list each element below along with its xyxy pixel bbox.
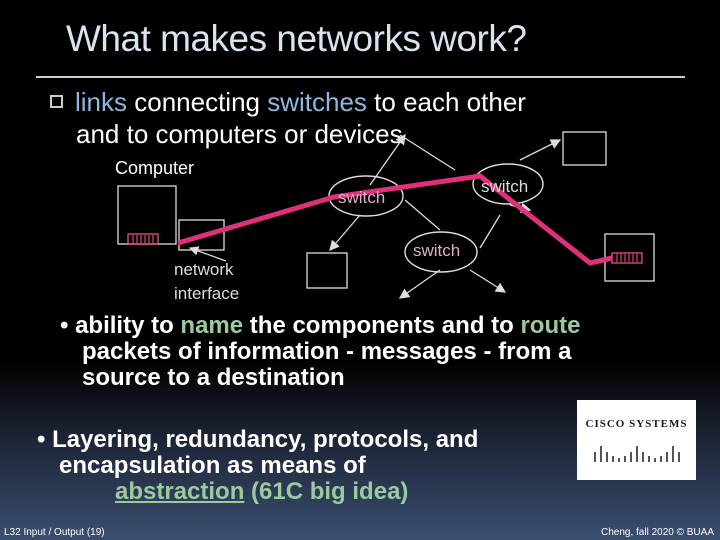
cisco-logo-text: CISCO SYSTEMS bbox=[585, 418, 688, 430]
footer-right: Cheng, fall 2020 © BUAA bbox=[601, 527, 714, 538]
bullet-links-line2: and to computers or devices bbox=[76, 119, 403, 149]
bullet-links-text: connecting bbox=[127, 87, 268, 117]
switch-label-left: switch bbox=[338, 188, 386, 207]
bullet-ability-prefix: • ability to bbox=[60, 312, 181, 339]
bullet-route-word: route bbox=[520, 312, 581, 339]
bullet-ability-line3: source to a destination bbox=[82, 364, 345, 391]
link-arrow bbox=[399, 134, 456, 171]
link-arrow bbox=[404, 199, 441, 231]
route-path bbox=[177, 173, 613, 266]
link-arrow bbox=[519, 139, 562, 161]
switch-bottom bbox=[404, 231, 478, 273]
link-arrow bbox=[369, 133, 406, 186]
interface-pointer-arrow bbox=[188, 246, 227, 262]
bullet-switches-word: switches bbox=[267, 87, 367, 117]
cisco-bars-icon bbox=[594, 446, 680, 462]
network-interface-icon bbox=[127, 233, 159, 245]
abstraction-link[interactable]: abstraction bbox=[115, 478, 245, 505]
slide-title: What makes networks work? bbox=[66, 18, 527, 59]
bullet-layering-tail: (61C big idea) bbox=[244, 478, 409, 505]
bullet-links-text-end: to each other bbox=[366, 87, 526, 117]
link-arrow bbox=[329, 214, 361, 251]
switch-label-bottom: switch bbox=[413, 241, 461, 260]
footer-left: L32 Input / Output (19) bbox=[4, 527, 105, 538]
computer-label: Computer bbox=[115, 158, 195, 178]
network-interface-label-1: network bbox=[174, 260, 234, 279]
square-bullet-icon bbox=[50, 94, 63, 108]
bullet-ability-line2: packets of information - messages - from… bbox=[82, 338, 572, 365]
device-box-top-right bbox=[562, 131, 607, 166]
cisco-logo: CISCO SYSTEMS bbox=[577, 400, 696, 480]
bullet-name-word: name bbox=[180, 312, 244, 339]
bullet-layering: • Layering, redundancy, protocols, and e… bbox=[37, 427, 478, 505]
computer-box bbox=[117, 185, 177, 245]
link-arrow bbox=[469, 269, 507, 293]
device-box bbox=[306, 252, 348, 289]
title-divider bbox=[36, 76, 685, 78]
bullet-layering-line2: encapsulation as means of bbox=[59, 452, 366, 479]
link-arrow bbox=[479, 214, 501, 249]
bullet-links-word: links bbox=[75, 87, 128, 117]
link-arrow bbox=[398, 269, 441, 299]
bullet-layering-line1: • Layering, redundancy, protocols, and bbox=[37, 426, 479, 453]
computer-box-secondary bbox=[178, 219, 225, 251]
switch-top-right bbox=[472, 163, 544, 205]
bullet-ability-mid: the components and to bbox=[243, 312, 521, 339]
network-interface-label-2: interface bbox=[174, 284, 240, 303]
bullet-ability: • ability to name the components and to … bbox=[60, 313, 580, 391]
bullet-links: links connecting switches to each other … bbox=[50, 86, 526, 150]
switch-label-top-right: switch bbox=[481, 177, 529, 196]
